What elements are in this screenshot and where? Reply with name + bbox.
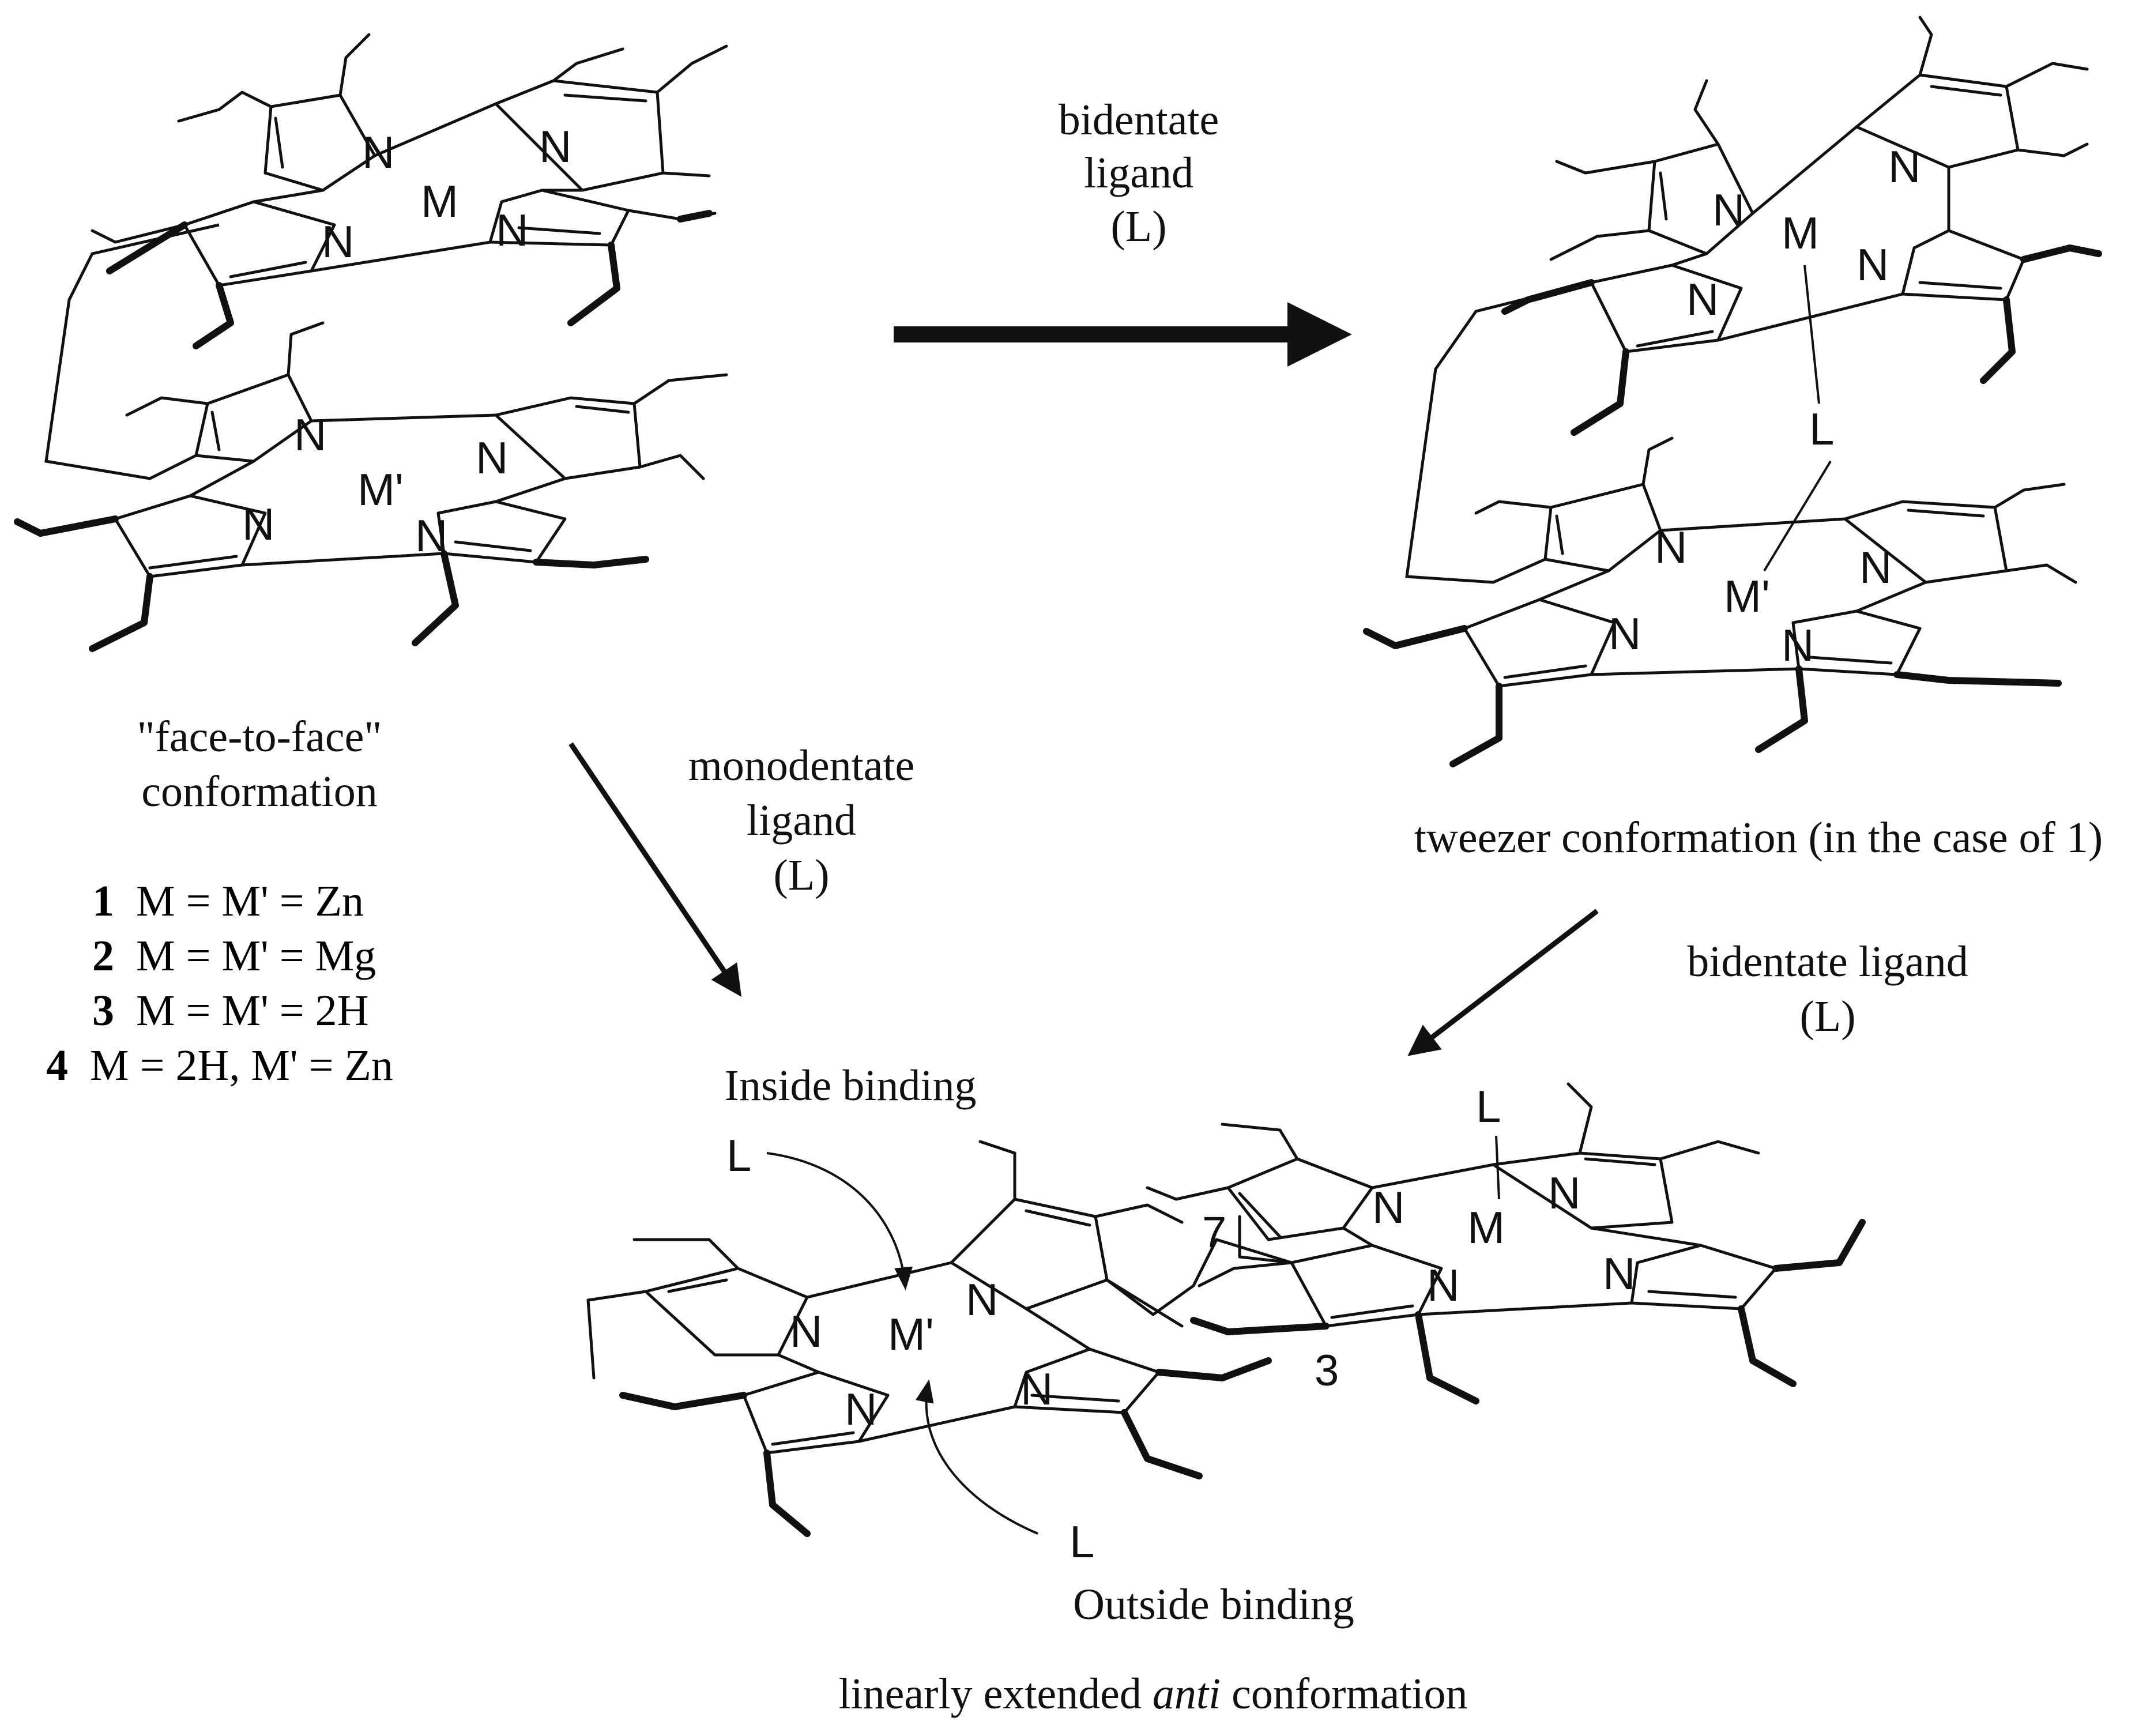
outside-binding-label: Outside binding [1073,1580,1354,1629]
compound-formula: M = M' = Mg [136,932,376,980]
face-to-face-label-line2: conformation [141,767,378,816]
atom-l: L [1809,404,1835,454]
compound-entry: 2 M = M' = Mg [92,934,376,978]
atom-l: L [1070,1516,1095,1567]
atom-n: N [845,1384,878,1434]
atom-n: N [1712,184,1745,235]
atom-m: M [421,176,458,227]
atom-n: N [790,1306,823,1357]
atom-n: N [1548,1168,1581,1218]
atom-n: N [242,499,275,549]
atom-n: N [1655,522,1688,573]
atom-m: M [1782,208,1819,258]
atom-n: N [362,127,395,178]
bidentate-right-label-line2: (L) [1799,992,1856,1041]
porphyrin-top-right-upper [1501,16,2102,436]
atom-n: N [1856,239,1889,290]
anti-conformation-label: linearly extended anti conformation [838,1672,1467,1716]
arrow-bidentate-right[interactable] [1407,909,1599,1056]
tweezer-label: tweezer conformation (in the case of 1) [1414,814,2103,862]
anti-label-prefix: linearly extended [838,1670,1153,1718]
monodentate-label-line1: monodentate [688,741,915,790]
atom-l: L [726,1130,752,1181]
atom-l: L [1476,1081,1501,1132]
compound-number: 2 [92,932,114,980]
compound-number: 1 [92,877,114,925]
porphyrin-bottom-left [586,1140,1272,1537]
tweezer-bonds [1763,265,1832,572]
atom-n: N [1686,274,1719,325]
inside-binding-arrow [766,1152,913,1290]
compound-entry: 1 M = M' = Zn [92,879,364,923]
monodentate-label-line3: (L) [773,851,830,899]
porphyrin-top-right-lower [1363,436,2077,767]
compound-formula: M = 2H, M' = Zn [90,1041,393,1090]
ligand-bond-bottom [1495,1135,1500,1200]
compound-formula: M = M' = Zn [136,877,364,925]
atom-m-prime: M' [357,464,404,515]
porphyrin-top-left-lower [14,321,728,652]
arrow-monodentate[interactable] [568,742,742,997]
atom-n: N [1020,1364,1053,1414]
compound-entry: 4 M = 2H, M' = Zn [46,1044,393,1087]
porphyrin-bottom-right [1105,1082,1866,1404]
bidentate-top-label-line1: bidentate [1058,96,1219,144]
bidentate-right-label-line1: bidentate ligand [1687,937,1968,986]
position-label-7: 7 [1202,1208,1227,1257]
atom-n: N [415,510,448,561]
atom-n: N [294,409,327,460]
atom-n: N [1859,542,1892,593]
atom-m-prime: M' [888,1309,934,1360]
strap-right [1405,281,1592,584]
atom-n: N [539,121,572,172]
atom-n: N [1609,608,1641,659]
face-to-face-label-line1: "face-to-face" [137,713,382,761]
atom-n: N [1427,1260,1460,1311]
monodentate-label-line2: ligand [747,796,856,845]
atom-n: N [1603,1248,1636,1299]
compound-number: 4 [46,1041,68,1090]
atom-n: N [496,205,529,255]
compound-entry: 3 M = M' = 2H [92,989,368,1033]
atom-n: N [1782,620,1814,671]
compound-formula: M = M' = 2H [136,986,369,1035]
porphyrin-top-left-upper [91,33,728,349]
atom-n: N [1372,1182,1405,1233]
outside-binding-arrow [916,1379,1038,1535]
atom-n: N [476,432,509,483]
anti-label-suffix: conformation [1221,1670,1468,1718]
strap-left [44,223,220,480]
bidentate-top-label-line2: ligand [1084,149,1193,197]
anti-label-italic: anti [1152,1670,1221,1718]
inside-binding-label: Inside binding [724,1061,977,1110]
atom-n: N [966,1274,999,1325]
atom-n: N [322,216,355,267]
position-label-3: 3 [1315,1346,1339,1395]
compound-number: 3 [92,986,114,1035]
bidentate-top-label-line3: (L) [1110,202,1167,251]
atom-m: M [1467,1202,1505,1253]
atom-n: N [1888,141,1921,192]
atom-m-prime: M' [1724,571,1770,622]
